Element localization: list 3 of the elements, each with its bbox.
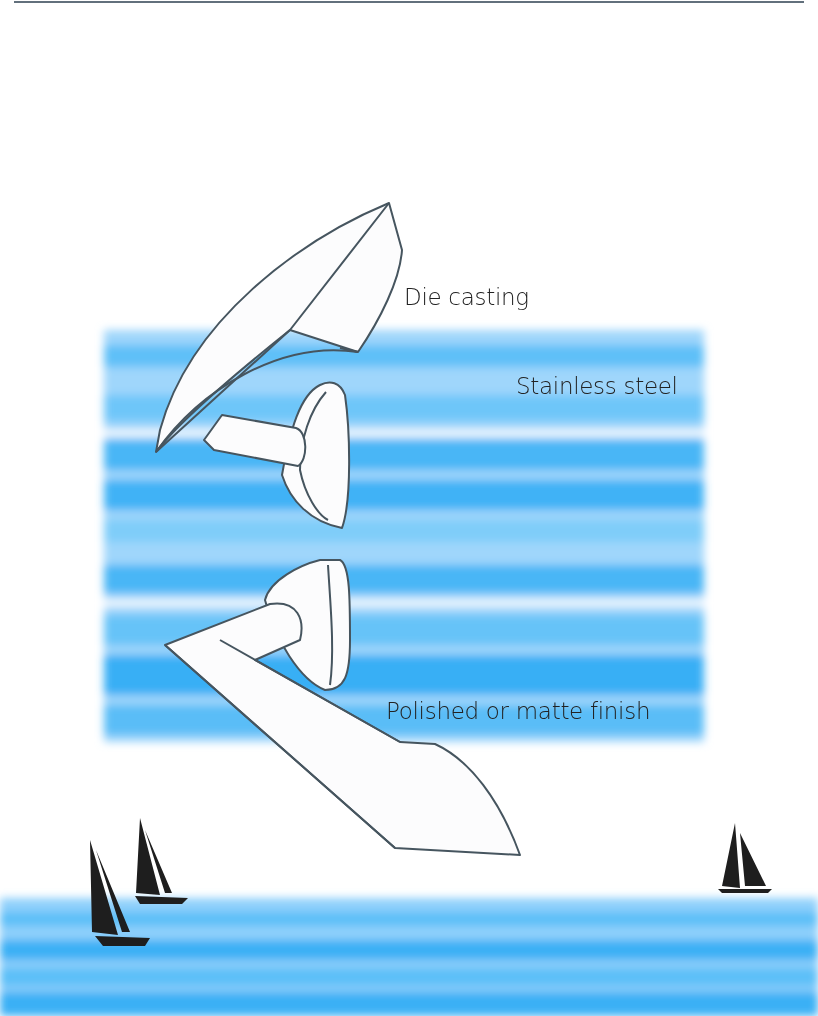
feature-label: Polished or matte finish: [386, 698, 651, 724]
feature-label: Die casting: [404, 284, 529, 310]
feature-label: Stainless steel: [516, 373, 678, 399]
